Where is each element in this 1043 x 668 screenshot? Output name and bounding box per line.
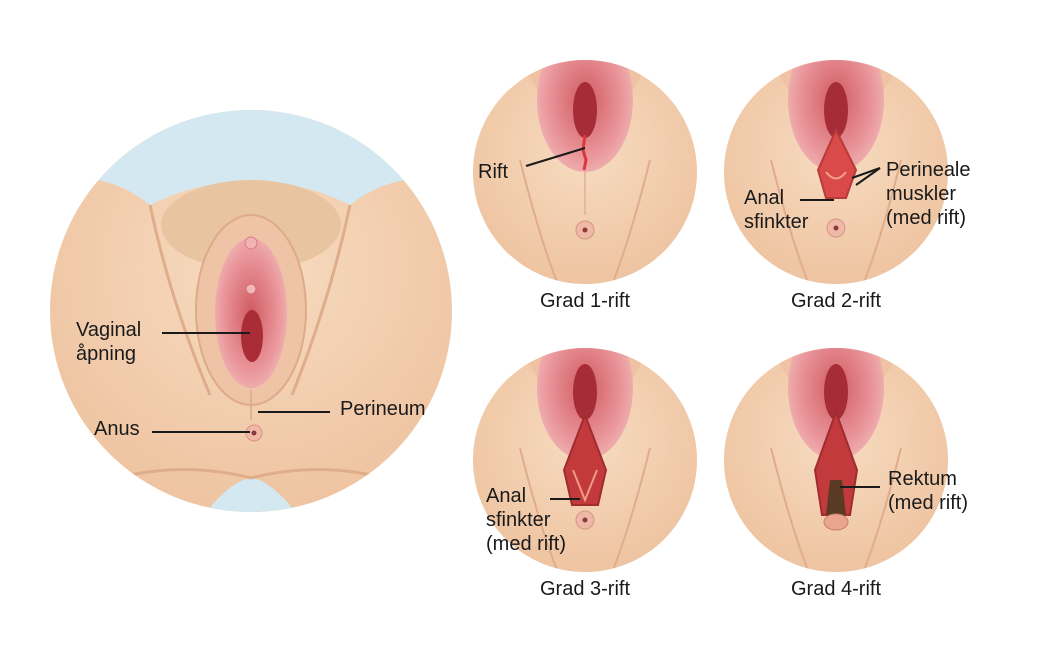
grade-1-caption: Grad 1-rift <box>539 290 631 312</box>
grade-2-caption: Grad 2-rift <box>790 290 882 312</box>
perineal-muscles-label: Perineale muskler (med rift) <box>886 159 971 229</box>
perineal-muscles-leader-1 <box>851 167 881 179</box>
grade-3-panel <box>473 348 697 572</box>
perineum-label: Perineum <box>340 398 426 420</box>
grade-4-caption: Grad 4-rift <box>790 578 882 600</box>
main-anatomy-circle <box>50 110 452 512</box>
anal-sphincter-label: Anal sfinkter <box>744 187 809 233</box>
tear-label: Rift <box>478 161 508 183</box>
rectum-torn-label: Rektum (med rift) <box>888 468 968 514</box>
anus-label: Anus <box>94 418 140 440</box>
anal-sphincter-torn-label: Anal sfinkter (med rift) <box>486 485 566 555</box>
grade-3-caption: Grad 3-rift <box>539 578 631 600</box>
tear-leader <box>525 147 586 167</box>
grade-1-panel <box>473 60 697 284</box>
grade-2-panel <box>724 60 948 284</box>
grade-4-panel <box>724 348 948 572</box>
perineal-muscles-leader-2 <box>855 167 881 186</box>
vaginal-opening-label: Vaginal åpning <box>76 319 142 365</box>
